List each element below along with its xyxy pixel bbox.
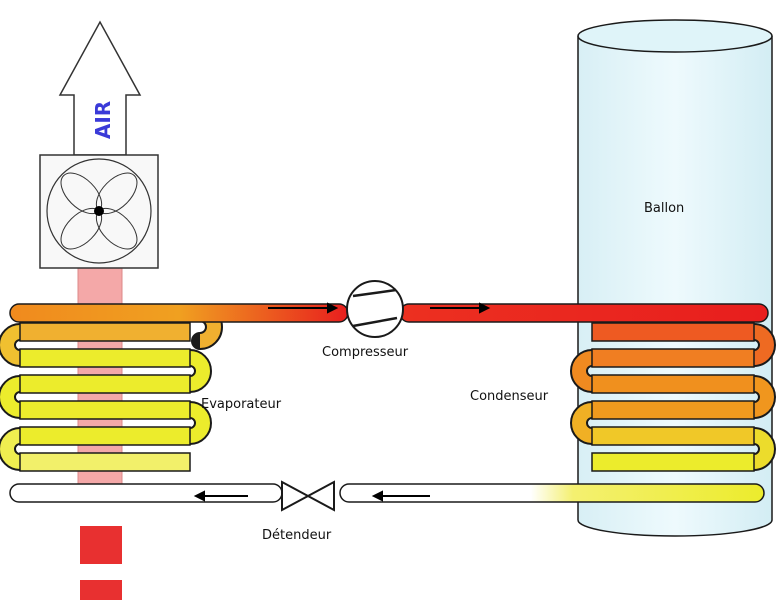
air-label: AIR bbox=[91, 101, 115, 139]
evaporateur-label: Evaporateur bbox=[201, 397, 282, 412]
fan-icon bbox=[39, 154, 159, 269]
flow-arrow-icon bbox=[193, 302, 491, 502]
condenser-coil bbox=[570, 322, 776, 472]
air-outlet-arrow-icon: AIR bbox=[58, 20, 142, 156]
condenseur-label: Condenseur bbox=[470, 389, 549, 404]
compresseur-label: Compresseur bbox=[322, 345, 409, 360]
top-pipe bbox=[9, 303, 769, 323]
detendeur-label: Détendeur bbox=[262, 528, 332, 543]
compressor-icon bbox=[346, 280, 404, 338]
ballon-label: Ballon bbox=[644, 201, 684, 216]
bottom-pipe bbox=[9, 483, 765, 503]
evaporator-coil bbox=[0, 304, 223, 472]
expansion-valve-icon bbox=[281, 480, 335, 512]
